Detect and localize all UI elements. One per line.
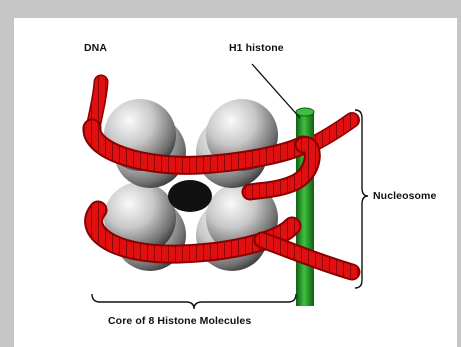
dna-label: DNA: [84, 42, 107, 54]
nucleosome-bracket: [355, 110, 368, 288]
core-label: Core of 8 Histone Molecules: [108, 315, 251, 327]
h1-histone-label: H1 histone: [229, 42, 284, 54]
h1-rod-top: [296, 108, 314, 116]
core-gap-shadow: [168, 180, 212, 212]
core-bracket: [92, 294, 296, 309]
nucleosome-label: Nucleosome: [373, 190, 436, 202]
